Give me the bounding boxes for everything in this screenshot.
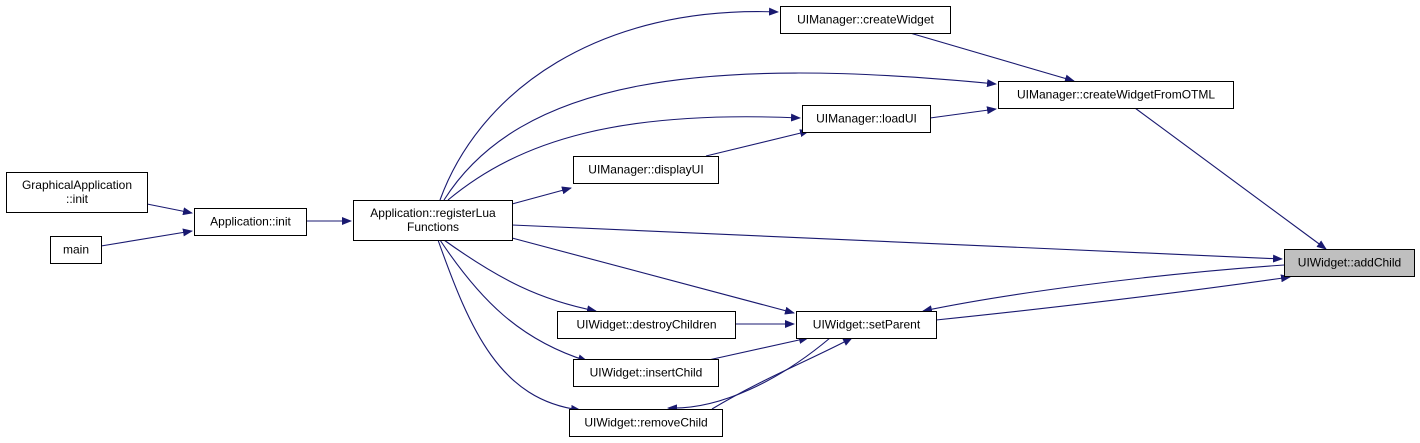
node-box <box>780 6 951 34</box>
edge-create-widget-to-create-widget-otml <box>909 32 1075 83</box>
edge-register-lua-to-remove-child <box>437 239 581 413</box>
node-label: ::init <box>66 192 89 206</box>
edge-main-to-app-init <box>100 228 193 247</box>
edge-add-child-to-set-parent <box>922 264 1285 314</box>
node-label: UIManager::createWidget <box>797 13 934 27</box>
node-add-child[interactable]: UIWidget::addChild <box>1284 249 1415 277</box>
node-create-widget[interactable]: UIManager::createWidget <box>780 6 951 34</box>
node-label: GraphicalApplication <box>22 178 132 192</box>
node-box <box>50 236 102 264</box>
edge-register-lua-to-add-child <box>511 224 1283 263</box>
node-box <box>569 409 723 437</box>
node-insert-child[interactable]: UIWidget::insertChild <box>573 359 719 387</box>
node-label: Functions <box>407 220 459 234</box>
edge-graphical-app-init-to-app-init <box>146 203 193 216</box>
node-label: UIWidget::insertChild <box>590 366 703 380</box>
node-box <box>796 311 937 339</box>
node-label: UIManager::loadUI <box>816 112 917 126</box>
node-app-init[interactable]: Application::init <box>194 208 307 236</box>
node-label: Application::init <box>210 215 291 229</box>
edges-layer <box>100 7 1327 413</box>
edge-insert-child-to-set-parent <box>703 336 809 362</box>
node-box <box>573 156 719 184</box>
node-label: Application::registerLua <box>370 206 496 220</box>
edge-register-lua-to-set-parent <box>511 237 795 315</box>
node-create-widget-otml[interactable]: UIManager::createWidgetFromOTML <box>998 81 1234 109</box>
node-box <box>353 200 513 241</box>
node-label: UIManager::displayUI <box>588 163 703 177</box>
node-label: UIManager::createWidgetFromOTML <box>1017 88 1215 102</box>
edge-register-lua-to-load-ui <box>447 113 801 201</box>
node-box <box>557 311 736 339</box>
node-box <box>998 81 1234 109</box>
edge-register-lua-to-destroy-children <box>443 239 597 314</box>
node-label: main <box>63 243 89 257</box>
node-load-ui[interactable]: UIManager::loadUI <box>802 105 931 133</box>
edge-display-ui-to-load-ui <box>705 129 810 157</box>
node-box <box>1284 249 1415 277</box>
edge-remove-child-to-set-parent <box>711 337 853 410</box>
node-graphical-app-init[interactable]: GraphicalApplication::init <box>6 172 148 213</box>
node-box <box>6 172 148 213</box>
node-box <box>802 105 931 133</box>
edge-create-widget-otml-to-add-child <box>1134 107 1327 250</box>
node-display-ui[interactable]: UIManager::displayUI <box>573 156 719 184</box>
node-label: UIWidget::addChild <box>1298 256 1401 270</box>
edge-register-lua-to-display-ui <box>511 186 572 205</box>
node-destroy-children[interactable]: UIWidget::destroyChildren <box>557 311 736 339</box>
edge-register-lua-to-create-widget <box>439 7 779 201</box>
node-remove-child[interactable]: UIWidget::removeChild <box>569 409 723 437</box>
edge-register-lua-to-create-widget-otml <box>443 72 997 201</box>
node-label: UIWidget::setParent <box>813 318 921 332</box>
edge-set-parent-to-add-child <box>935 274 1291 321</box>
node-box <box>194 208 307 236</box>
node-set-parent[interactable]: UIWidget::setParent <box>796 311 937 339</box>
edge-load-ui-to-create-widget-otml <box>929 106 997 119</box>
node-main[interactable]: main <box>50 236 102 264</box>
edge-register-lua-to-insert-child <box>439 239 588 363</box>
node-label: UIWidget::destroyChildren <box>576 318 716 332</box>
edge-set-parent-to-remove-child <box>667 337 831 413</box>
node-label: UIWidget::removeChild <box>584 416 707 430</box>
node-box <box>573 359 719 387</box>
